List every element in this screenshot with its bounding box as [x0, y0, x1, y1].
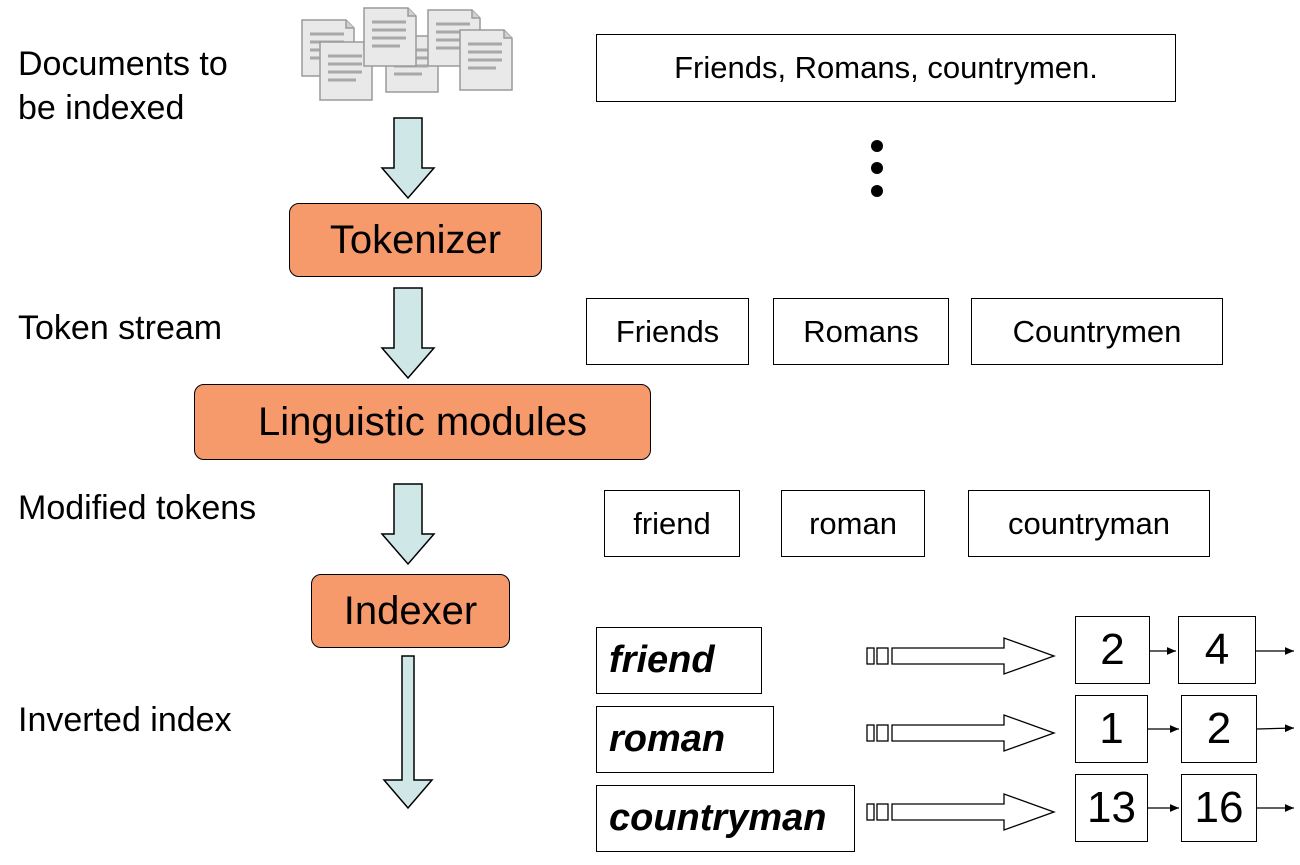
indexer-box: Indexer	[311, 574, 510, 648]
documents-label-line1: Documents to	[18, 45, 228, 83]
index-term-box: friend	[596, 627, 762, 694]
posting-box: 13	[1075, 774, 1148, 842]
token-stream-label: Token stream	[18, 309, 223, 347]
flow-arrow-1	[380, 117, 436, 200]
index-term-box: countryman	[596, 785, 855, 852]
tokenizer-box: Tokenizer	[289, 203, 542, 277]
token-box: Friends	[586, 298, 749, 365]
index-pointer-arrow	[866, 714, 1056, 752]
token-box: Romans	[773, 298, 949, 365]
input-sentence-box: Friends, Romans, countrymen.	[596, 34, 1176, 102]
posting-box: 2	[1181, 695, 1257, 763]
modified-tokens-label: Modified tokens	[18, 489, 257, 527]
documents-icon	[301, 7, 513, 101]
modified-token-box: countryman	[968, 490, 1210, 557]
modified-token-box: roman	[781, 490, 925, 557]
documents-label: Documents to be indexed	[18, 42, 228, 130]
index-pointer-arrow	[866, 637, 1056, 675]
posting-link-arrow	[1256, 724, 1295, 733]
posting-box: 1	[1075, 695, 1148, 763]
modified-token-box: friend	[604, 490, 740, 557]
inverted-index-label: Inverted index	[18, 701, 232, 739]
documents-label-line2: be indexed	[18, 89, 185, 127]
index-term-box: roman	[596, 706, 774, 773]
token-box: Countrymen	[971, 298, 1223, 365]
flow-arrow-3	[380, 483, 436, 566]
posting-box: 2	[1075, 616, 1150, 684]
flow-arrow-2	[380, 287, 436, 380]
posting-box: 4	[1178, 616, 1256, 684]
flow-arrow-4	[382, 655, 434, 810]
posting-box: 16	[1181, 774, 1257, 842]
index-pointer-arrow	[866, 793, 1056, 831]
linguistic-modules-box: Linguistic modules	[194, 384, 651, 460]
